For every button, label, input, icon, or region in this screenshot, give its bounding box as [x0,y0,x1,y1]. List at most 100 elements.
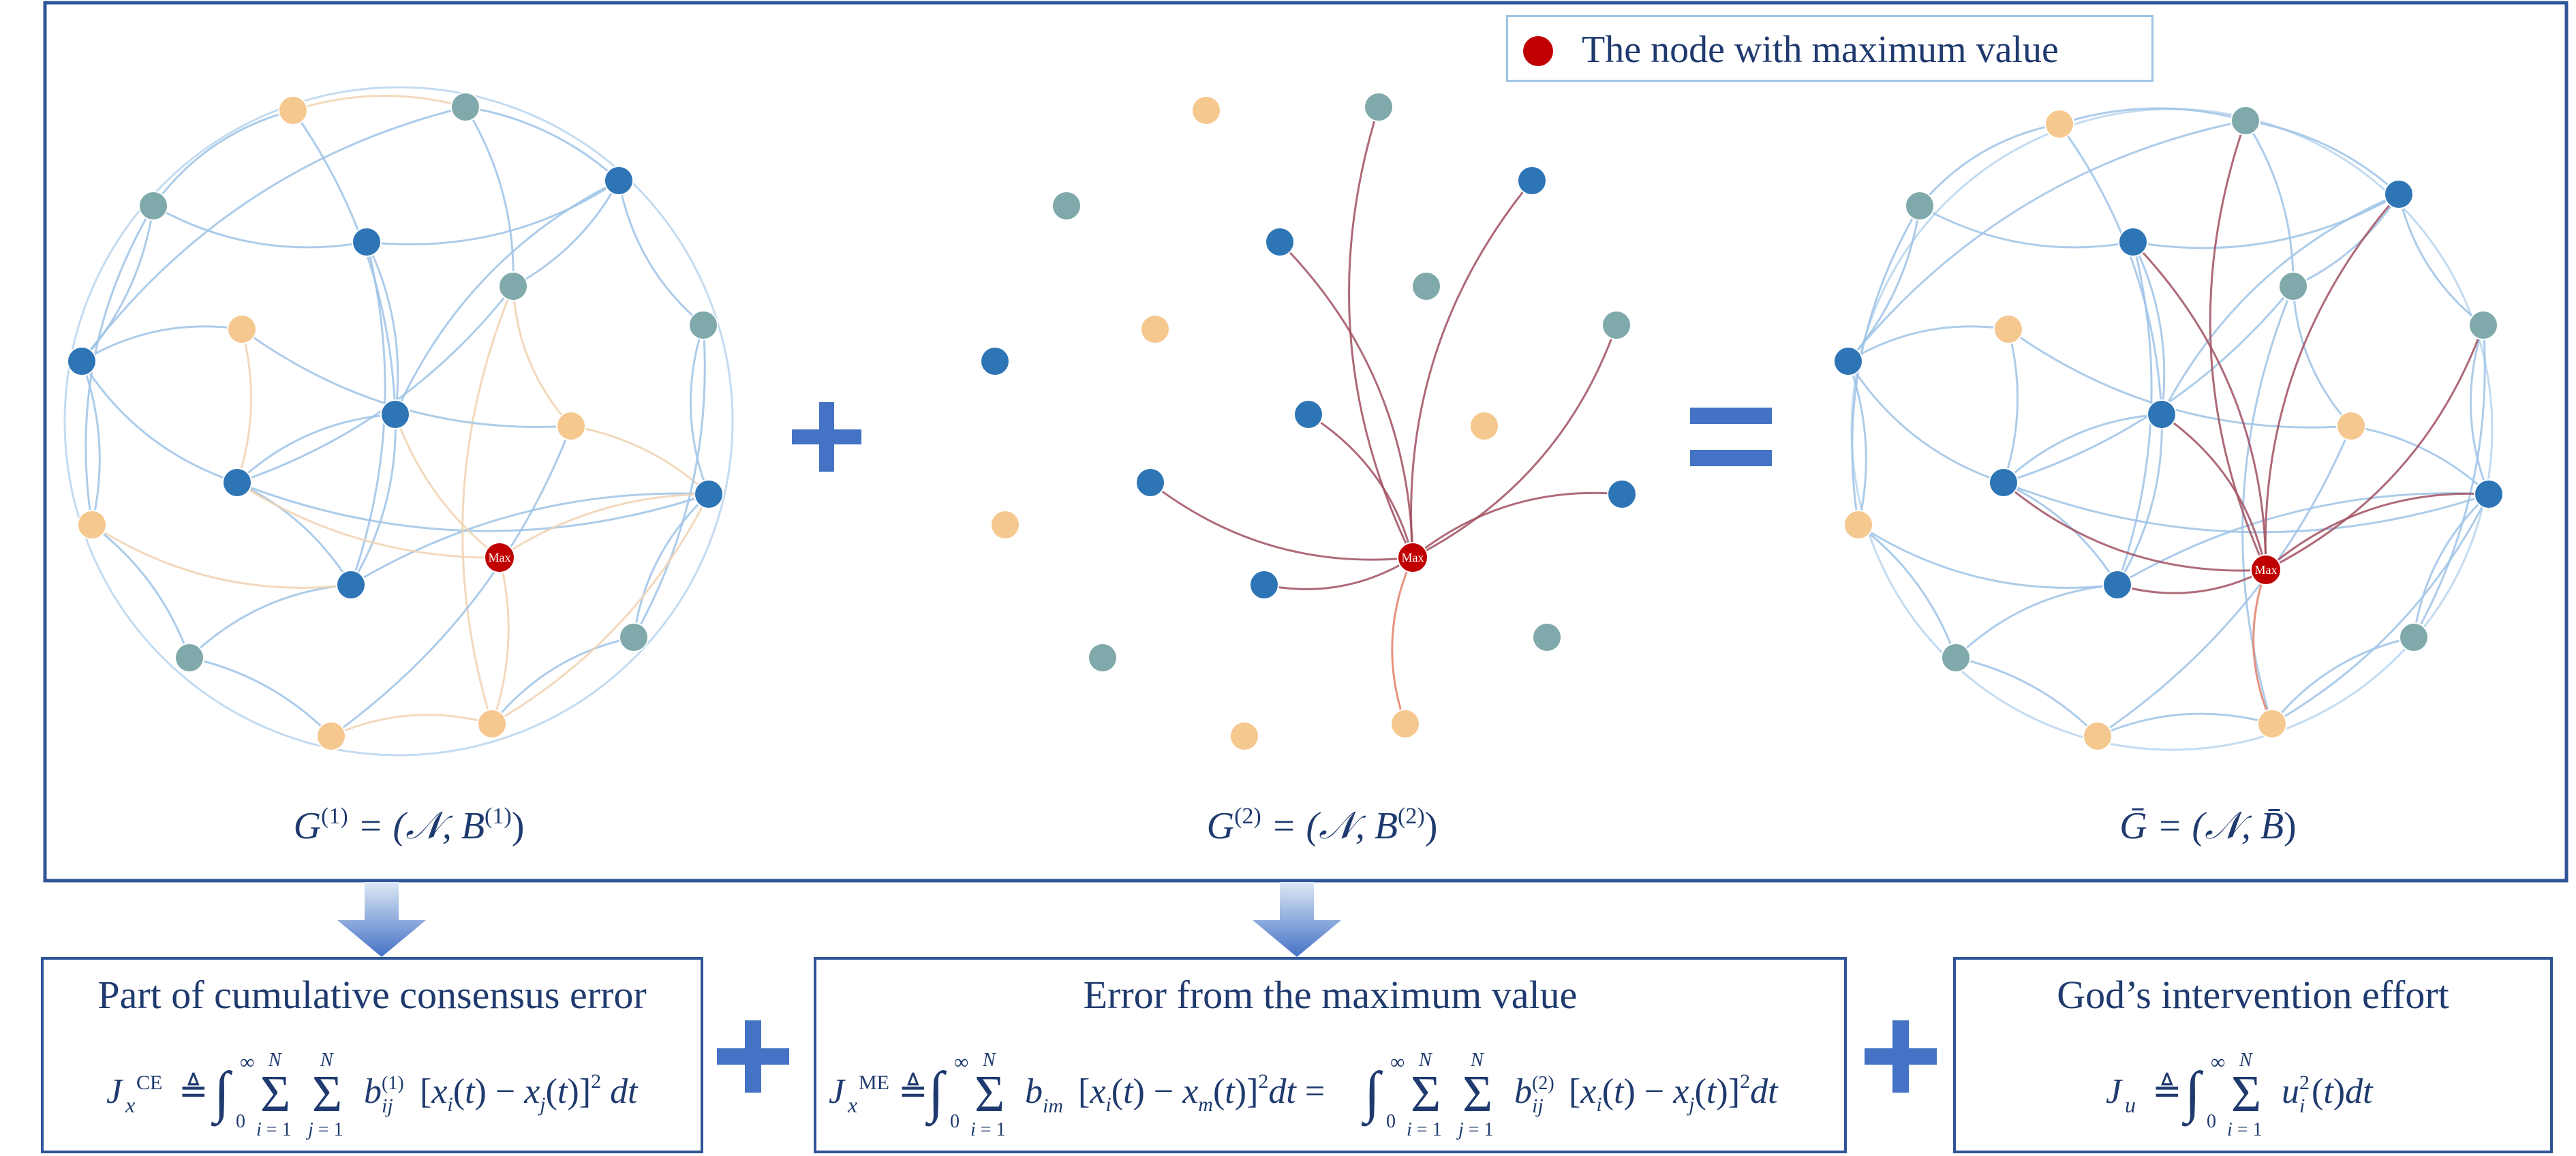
svg-text:(2): (2) [1532,1073,1554,1094]
graph-edge [690,324,710,495]
graph-edge [2160,193,2399,415]
graph-edge [80,106,466,362]
formula-svg: J x ME ≜ ∫ 0 ∞ Σ N i = 1 b im [xi(t) − x… [829,1050,1779,1140]
graph-node [1833,346,1863,376]
svg-text:≜: ≜ [898,1072,928,1111]
graph-node [2384,179,2414,209]
svg-text:N: N [268,1050,282,1071]
svg-text:∞: ∞ [1390,1051,1405,1074]
graph-node [77,510,107,540]
svg-text:x: x [125,1093,135,1117]
graph-edge [236,413,396,484]
graph-edge [491,493,710,725]
graph-edge [491,557,510,725]
equals-operator [1690,408,1772,466]
graph-node [990,510,1020,540]
box-consensus-error: Part of cumulative consensus error J x C… [41,957,703,1153]
svg-text:0: 0 [1386,1111,1396,1132]
graph-edge [512,180,620,288]
graph-node [1052,191,1082,221]
graph-edge [632,493,710,638]
svg-text:[xi(t) − xm(t)]2dt =: [xi(t) − xm(t)]2dt = [1078,1070,1325,1116]
graph-node [2399,622,2429,652]
graph-node [604,166,634,196]
graph-edge-to-max [1263,556,1413,590]
graph-node [2230,106,2260,136]
graph-node [1364,92,1394,122]
graph-node [352,227,382,257]
graph-edge [461,286,515,725]
graph-edge [366,179,619,245]
graph-edge [499,493,709,559]
graph-node [1843,510,1873,540]
graph-node [2083,721,2113,751]
graph-edge-to-max [2265,492,2489,571]
graph-edge-to-max [1278,241,1414,558]
graph-edge [465,106,620,182]
svg-text:[xi(t) − xj(t)]2 dt: [xi(t) − xj(t)]2 dt [420,1070,639,1116]
svg-text:i = 1: i = 1 [970,1119,1006,1140]
max-node-label: Max [2255,563,2278,577]
graph-edge [1919,204,2134,249]
legend-label: The node with maximum value [1582,29,2059,71]
graph-node [67,346,97,376]
graph-edge [2412,493,2490,638]
svg-text:N: N [982,1050,996,1071]
graph-edge-to-max [1308,413,1414,558]
graph-g1: Max [63,86,734,757]
graph-node [2102,570,2132,600]
graph-edge-to-max [1412,324,1618,559]
graph-edge [80,205,155,362]
graph-edge-to-max [2264,194,2400,571]
graph-g2: Max [980,92,1637,751]
svg-text:∫: ∫ [925,1061,947,1127]
graph-edge [2271,493,2490,725]
max-node-legend-icon [1523,36,1553,66]
graph-edge [1955,656,2099,737]
formula-intervention-effort: J u ≜ ∫ 0 ∞ Σ N i = 1 u i 2 (t)dt [1956,1041,2550,1147]
graph-edge [350,241,386,585]
svg-text:0: 0 [2207,1111,2216,1132]
graph-node [1411,271,1441,301]
graph-edge [2132,241,2166,415]
graph-edge [2271,636,2414,725]
graph-edge [2003,481,2119,585]
graph-node [1601,310,1631,340]
graph-edge [2097,425,2352,737]
formula-svg: J x CE ≜ ∫ 0 ∞ Σ N i = 1 Σ N j = 1 b ij … [106,1050,639,1140]
down-arrow-left [337,882,426,957]
graph-node [1941,643,1971,673]
svg-text:x: x [847,1093,857,1117]
graph-node [1265,227,1295,257]
svg-text:u: u [2282,1072,2299,1111]
graph-edge-to-max [2265,324,2485,571]
graph-edge [2245,119,2400,196]
graph-edge-to-max [2161,413,2267,571]
formula-maximum-error: J x ME ≜ ∫ 0 ∞ Σ N i = 1 b im [xi(t) − x… [816,1041,1844,1147]
graph-node [556,411,586,441]
graph-edge-to-max [2252,569,2273,725]
svg-text:CE: CE [136,1071,162,1094]
svg-text:im: im [1043,1095,1063,1117]
svg-text:ij: ij [382,1095,393,1117]
graph-edge [2412,324,2486,638]
graph-edge-to-max [2132,241,2267,571]
graph-edge [2350,425,2490,496]
graph-edge [236,481,709,532]
graph-edge [236,329,253,483]
svg-text:i: i [2299,1095,2305,1117]
graph-node [1229,721,1259,751]
graph-edge [491,636,634,725]
plus-operator [792,402,861,472]
graph-edge-to-max [2117,568,2267,594]
graph-node [1249,570,1279,600]
graph-edge [236,481,500,559]
graph-edge [236,286,515,484]
graph-node [1607,479,1637,509]
svg-text:i = 1: i = 1 [1407,1119,1442,1140]
svg-text:Σ: Σ [312,1065,342,1123]
graph-node [1989,468,2019,498]
graph-edge [153,204,367,249]
graph-edge [331,425,572,737]
graph-edge [91,523,191,658]
